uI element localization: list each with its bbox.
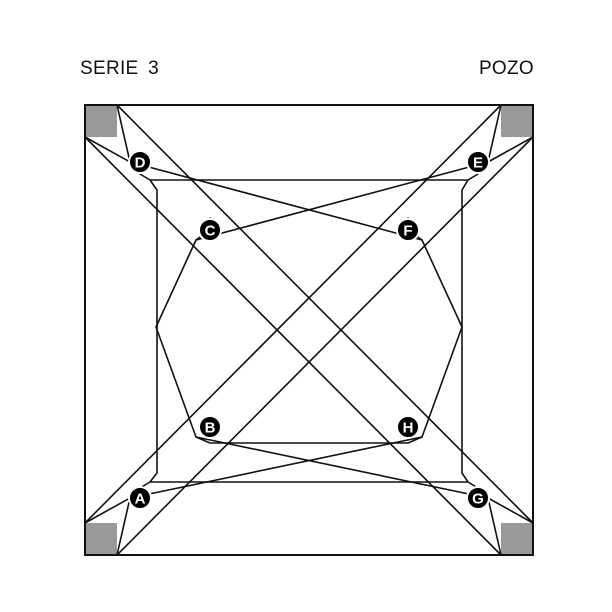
cross-line [195,161,489,241]
node-label-d: D [135,155,146,172]
diagonal-line [116,104,534,524]
node-b: B [198,415,222,439]
node-e: E [466,150,490,174]
node-c: C [198,218,222,242]
node-label-e: E [473,155,483,172]
node-label-h: H [403,420,414,437]
node-h: H [396,415,420,439]
well-title: POZO [478,58,534,79]
connector-line [487,497,502,556]
connector-line [84,497,131,524]
corner-bottom-left [85,523,117,555]
inner-square-path [139,173,479,489]
octagon-path [155,217,463,444]
node-d: D [128,150,152,174]
diagonal-line [84,136,502,556]
node-g: G [466,486,490,510]
diagonal-line [116,136,534,556]
node-a: A [128,486,152,510]
outer-frame [84,104,534,556]
node-label-b: B [205,420,216,437]
cross-line [129,161,423,241]
node-label-c: C [205,223,216,240]
connector-line [116,497,131,556]
cross-line [195,436,489,499]
corner-top-left [85,105,117,137]
connector-line [487,497,534,524]
node-label-a: A [135,491,146,508]
connector-line [116,104,131,163]
series-title: SERIE 3 [80,58,159,79]
connector-line [487,136,534,163]
connector-line [84,136,131,163]
node-label-f: F [403,223,412,240]
diagonal-line [84,104,502,524]
connector-line [487,104,502,163]
node-f: F [396,218,420,242]
node-label-g: G [472,491,484,508]
corner-bottom-right [501,523,533,555]
cross-line [129,436,423,499]
corner-top-right [501,105,533,137]
